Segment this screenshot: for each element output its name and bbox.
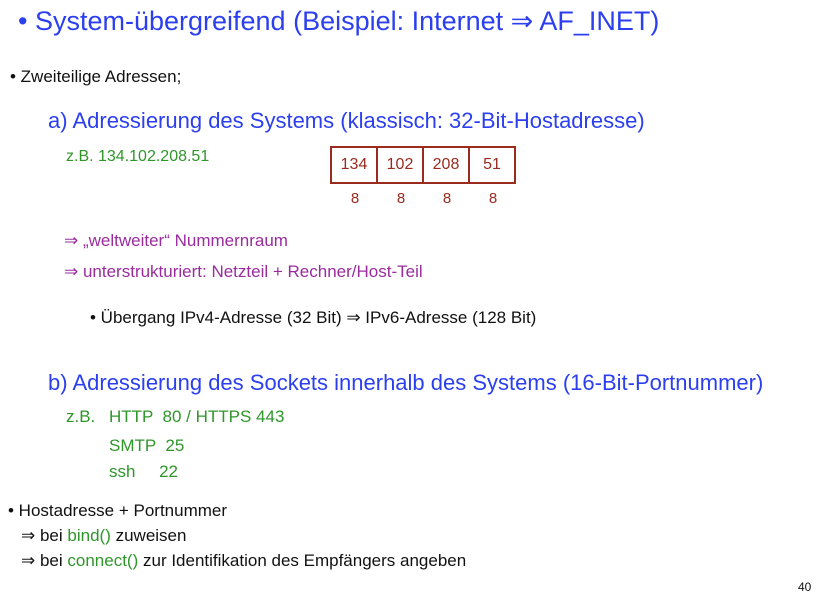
bit-width: 8 (488, 190, 498, 207)
port-ssh: ssh 22 (109, 462, 178, 481)
port-http: HTTP 80 / HTTPS 443 (109, 407, 285, 426)
bit-width: 8 (396, 190, 406, 207)
bind-function: bind() (67, 526, 111, 545)
note-global-numberspace: ⇒ „weltweiter“ Nummernraum (64, 231, 288, 250)
bit-width: 8 (442, 190, 452, 207)
text: zur Identifikation des Empfängers angebe… (138, 551, 467, 570)
text: ⇒ bei (21, 526, 68, 545)
bit-width: 8 (350, 190, 360, 207)
octet-cell: 208 (424, 148, 470, 182)
bullet-host-port: • Hostadresse + Portnummer (8, 501, 228, 520)
octet-cell: 134 (332, 148, 378, 182)
bullet-ipv4-ipv6: • Übergang IPv4-Adresse (32 Bit) ⇒ IPv6-… (90, 308, 537, 327)
bullet-two-part-addresses: • Zweiteilige Adressen; (10, 67, 182, 86)
note-substructured: ⇒ unterstrukturiert: Netzteil + Rechner/… (64, 262, 423, 281)
section-b-heading: b) Adressierung des Sockets innerhalb de… (48, 370, 764, 395)
ip-example: z.B. 134.102.208.51 (66, 148, 210, 165)
port-smtp: SMTP 25 (109, 436, 185, 455)
port-example-prefix: z.B. (66, 407, 96, 426)
text: ⇒ bei (21, 551, 68, 570)
ip-octet-diagram: 134 102 208 51 (330, 146, 516, 184)
octet-cell: 102 (378, 148, 424, 182)
slide-title: • System-übergreifend (Beispiel: Interne… (18, 6, 660, 36)
octet-cell: 51 (483, 156, 501, 173)
page-number: 40 (798, 580, 812, 594)
section-a-heading: a) Adressierung des Systems (klassisch: … (48, 108, 645, 133)
text: zuweisen (110, 526, 187, 545)
connect-line: ⇒ bei connect() zur Identifikation des E… (21, 552, 466, 569)
connect-function: connect() (67, 551, 139, 570)
octet-bit-widths: 8 8 8 8 (332, 190, 516, 207)
bind-line: ⇒ bei bind() zuweisen (21, 527, 186, 544)
